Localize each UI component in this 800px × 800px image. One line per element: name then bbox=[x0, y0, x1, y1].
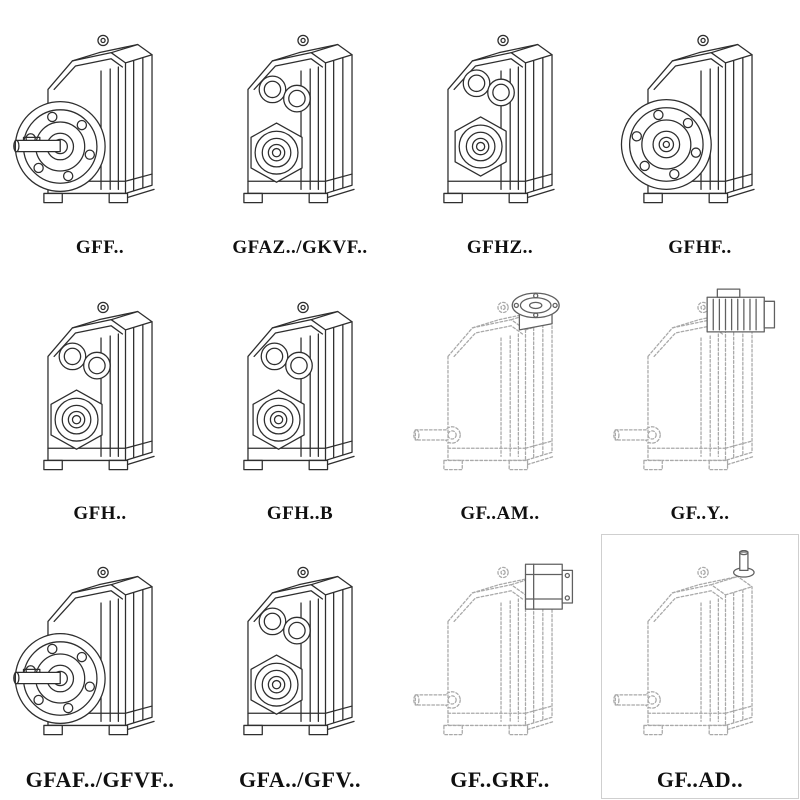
gearbox-top-input-drawing bbox=[613, 549, 755, 735]
drawing-area bbox=[402, 537, 598, 765]
gearbox-motor-drawing bbox=[613, 287, 776, 470]
gearbox-hollow-shaft-drawing bbox=[443, 34, 555, 204]
product-cell-gf-grf: GF..GRF.. bbox=[400, 533, 600, 800]
gearbox-adapter-block-drawing bbox=[413, 563, 574, 735]
model-label: GFH..B bbox=[266, 503, 334, 525]
drawing-area bbox=[402, 4, 598, 236]
product-cell-gfh: GFH.. bbox=[0, 267, 200, 534]
model-label: GF..GRF.. bbox=[450, 766, 550, 792]
model-label: GFH.. bbox=[73, 503, 127, 525]
gearbox-flange-drawing bbox=[13, 566, 155, 735]
gearbox-flange-drawing bbox=[620, 34, 755, 204]
product-cell-gfa-gfv: GFA../GFV.. bbox=[200, 533, 400, 800]
drawing-area bbox=[2, 4, 198, 236]
product-cell-gf-ad: GF..AD.. bbox=[600, 533, 800, 800]
drawing-area bbox=[402, 271, 598, 503]
product-cell-gfaf-gfvf: GFAF../GFVF.. bbox=[0, 533, 200, 800]
model-label: GFAZ../GKVF.. bbox=[232, 236, 368, 258]
model-label: GFA../GFV.. bbox=[238, 766, 362, 792]
model-label: GFF.. bbox=[75, 236, 125, 258]
drawing-area bbox=[2, 271, 198, 503]
drawing-area bbox=[602, 537, 798, 765]
gearbox-hollow-shaft-drawing bbox=[243, 34, 355, 204]
gearbox-adapter-drawing bbox=[413, 292, 560, 470]
gearbox-hollow-shaft-drawing bbox=[243, 566, 355, 735]
product-cell-gfaz-gkvf: GFAZ../GKVF.. bbox=[200, 0, 400, 267]
model-label: GF..AD.. bbox=[656, 766, 744, 792]
product-cell-gfhz: GFHZ.. bbox=[400, 0, 600, 267]
drawing-area bbox=[202, 4, 398, 236]
drawing-area bbox=[602, 4, 798, 236]
gearbox-flange-drawing bbox=[13, 34, 155, 204]
product-cell-gfh-b: GFH..B bbox=[200, 267, 400, 534]
drawing-area bbox=[202, 537, 398, 765]
product-cell-gf-am: GF..AM.. bbox=[400, 267, 600, 534]
product-cell-gfhf: GFHF.. bbox=[600, 0, 800, 267]
drawing-area bbox=[2, 537, 198, 765]
drawing-area bbox=[602, 271, 798, 503]
product-cell-gf-y: GF..Y.. bbox=[600, 267, 800, 534]
model-label: GFAF../GFVF.. bbox=[25, 766, 175, 792]
model-label: GF..AM.. bbox=[460, 503, 540, 525]
gearbox-hollow-shaft-drawing bbox=[43, 301, 155, 470]
model-label: GFHZ.. bbox=[466, 236, 534, 258]
model-label: GF..Y.. bbox=[670, 503, 730, 525]
drawing-area bbox=[202, 271, 398, 503]
gearbox-hollow-shaft-drawing bbox=[243, 301, 355, 470]
product-cell-gff: GFF.. bbox=[0, 0, 200, 267]
model-label: GFHF.. bbox=[668, 236, 732, 258]
